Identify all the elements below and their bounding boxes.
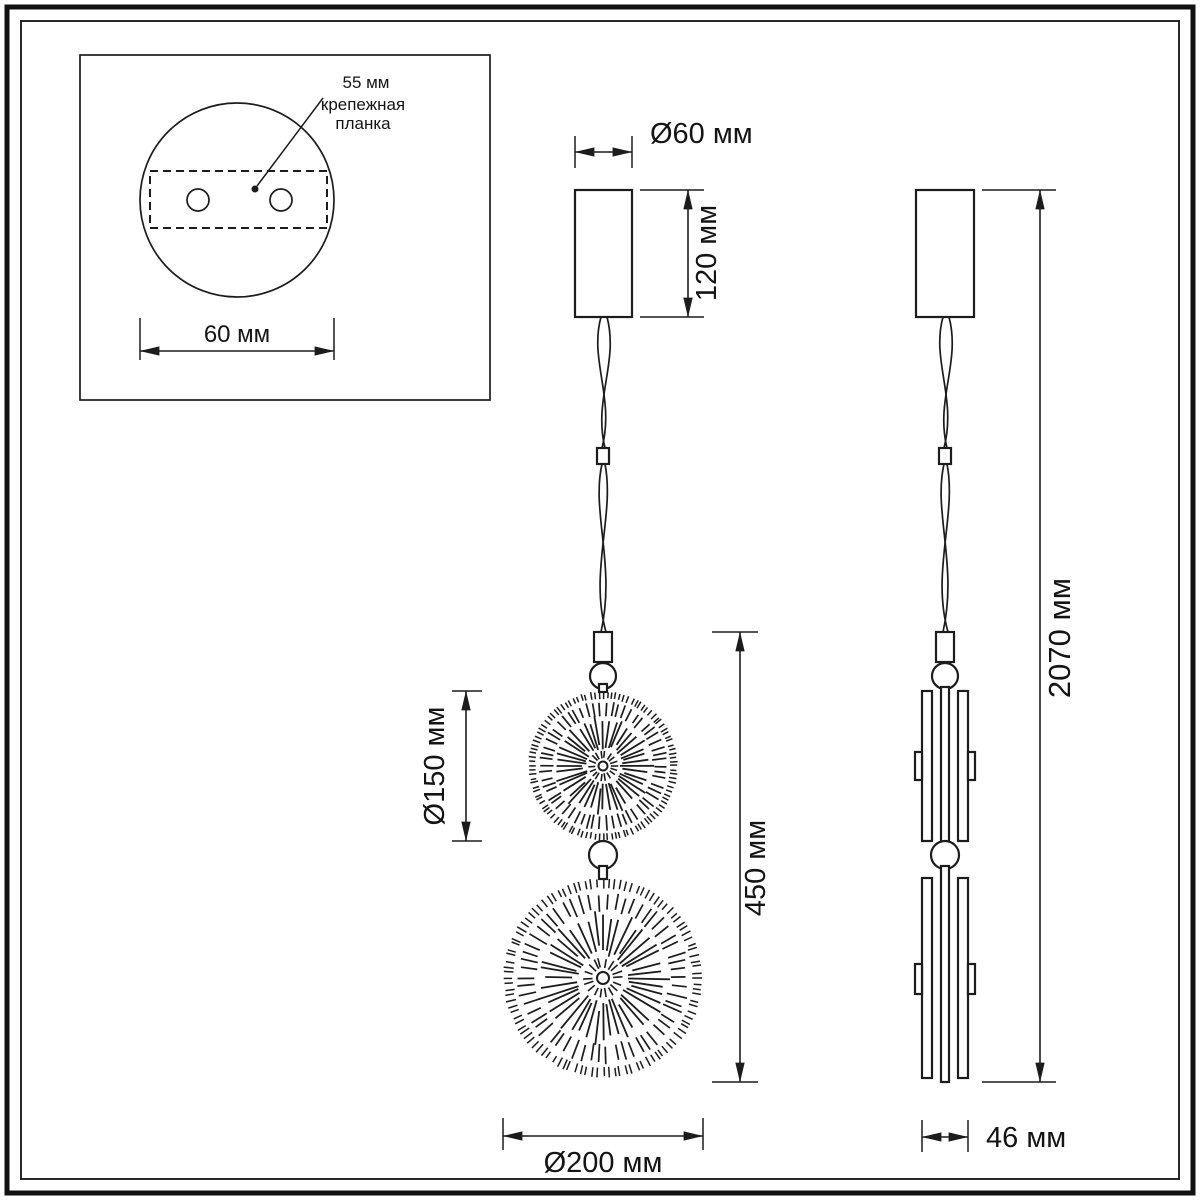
hub-column <box>939 864 951 1084</box>
middle-ball-front <box>587 839 619 871</box>
hole-spacing-label: 55 мм <box>342 73 389 92</box>
cable-strand <box>600 316 612 449</box>
rim-left <box>920 689 934 843</box>
cable-strand <box>599 463 609 633</box>
dim-shade-thickness: 46 мм <box>921 1120 1066 1154</box>
cord-connector <box>937 446 953 466</box>
cable-strand <box>941 463 951 633</box>
dim-canopy-diameter: Ø60 мм <box>574 118 753 168</box>
neck-front-2 <box>597 864 609 881</box>
rim-right <box>956 876 970 1080</box>
dim-canopy-height: 120 мм <box>640 189 723 318</box>
dim-canopy-width: 60 мм <box>139 318 335 360</box>
rim-left <box>920 876 934 1080</box>
rim-right <box>956 689 970 843</box>
hub-column <box>939 685 951 847</box>
outer-frame <box>4 4 1196 1196</box>
fixture-height-label: 450 мм <box>740 820 772 916</box>
screw-hole-left <box>186 188 210 212</box>
cord-connector <box>595 446 611 466</box>
canopy-height-label: 120 мм <box>691 205 723 301</box>
mounting-plate-outline <box>149 170 328 229</box>
dim-shade-medium-diameter: Ø150 мм <box>419 690 482 842</box>
plate-label-line2: планка <box>335 114 391 133</box>
power-cable-front <box>595 316 612 633</box>
neck-front <box>597 682 609 694</box>
top-ball-side <box>930 661 960 691</box>
canopy-front <box>573 188 634 319</box>
clip-right <box>966 962 977 996</box>
shade-medium-diameter-label: Ø150 мм <box>419 707 451 826</box>
canopy-width-label: 60 мм <box>204 321 270 348</box>
dim-shade-large-diameter: Ø200 мм <box>502 1118 704 1179</box>
mounting-detail-inset: 55 мм крепежная планка 60 мм <box>79 54 491 401</box>
leader-line <box>256 97 324 187</box>
stem-side <box>934 630 956 664</box>
cable-strand <box>942 316 954 449</box>
shade-large-diameter-label: Ø200 мм <box>544 1147 663 1179</box>
front-view: Ø60 мм 120 мм <box>419 118 772 1179</box>
clip-right <box>966 750 977 782</box>
dim-fixture-height: 450 мм <box>712 631 772 1083</box>
canopy-diameter-label: Ø60 мм <box>650 118 753 150</box>
shade-medium-side <box>913 685 977 847</box>
screw-hole-right <box>269 188 293 212</box>
inner-frame <box>20 20 1180 1180</box>
cable-strand <box>938 316 949 449</box>
canopy-bottom-view-circle <box>139 102 335 298</box>
hole-spacing-point <box>251 185 259 193</box>
shade-medium-front <box>528 691 678 841</box>
cable-strand <box>596 316 607 449</box>
stem-front <box>592 630 614 664</box>
shade-thickness-label: 46 мм <box>986 1122 1066 1154</box>
dim-overall-height: 2070 мм <box>982 189 1077 1083</box>
shade-large-side <box>913 864 977 1084</box>
canopy-side <box>914 188 976 319</box>
overall-height-label: 2070 мм <box>1042 578 1077 698</box>
plate-label-line1: крепежная <box>321 95 405 114</box>
side-view: 2070 мм 46 мм <box>913 188 1077 1154</box>
clip-left <box>913 750 924 782</box>
shade-large-front <box>503 878 703 1078</box>
power-cable-side <box>937 316 954 633</box>
middle-ball-side <box>929 839 961 871</box>
clip-left <box>913 962 924 996</box>
inset-box <box>79 54 491 401</box>
